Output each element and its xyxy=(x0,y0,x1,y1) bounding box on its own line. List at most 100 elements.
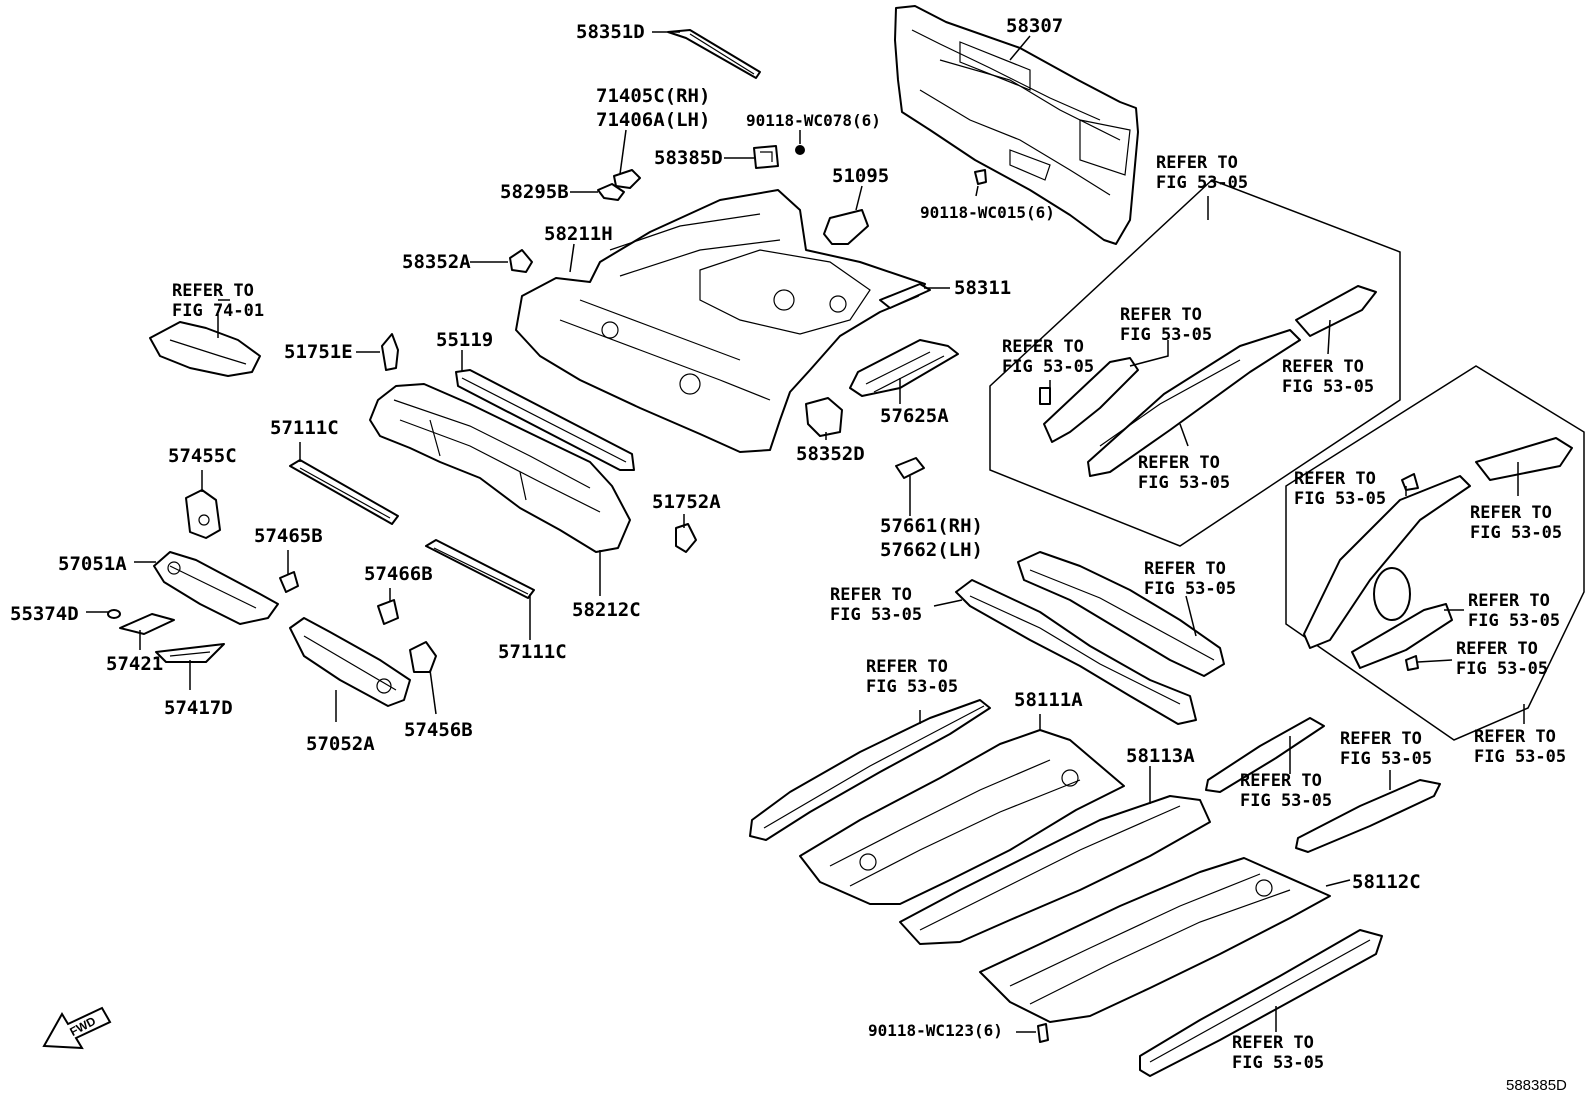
refer-74-01-line2: FIG 74-01 xyxy=(172,301,264,321)
part-57417d-shape xyxy=(155,643,225,663)
refer-c-line2: FIG 53-05 xyxy=(1002,357,1094,377)
part-55374d-shape xyxy=(107,609,121,619)
label-57052a: 57052A xyxy=(306,733,375,755)
bolt-90118-wc078 xyxy=(795,145,805,155)
refer-g-line2: FIG 53-05 xyxy=(1470,523,1562,543)
refer-p-line2: FIG 53-05 xyxy=(1232,1053,1324,1073)
part-58352d-shape xyxy=(805,397,843,437)
label-58112c: 58112C xyxy=(1352,871,1421,893)
label-58311: 58311 xyxy=(954,277,1011,299)
refer-o-line2: FIG 53-05 xyxy=(1240,791,1332,811)
refer-f-line2: FIG 53-05 xyxy=(1294,489,1386,509)
refer-h-line1: REFER TO xyxy=(1144,559,1226,579)
refer-m-line2: FIG 53-05 xyxy=(1474,747,1566,767)
part-58211h-shape xyxy=(515,189,926,453)
refer-d-line1: REFER TO xyxy=(1282,357,1364,377)
part-55119-shape xyxy=(455,369,635,471)
part-58311-shape xyxy=(879,283,931,309)
part-71405c-shape xyxy=(613,169,641,189)
refer-j-line2: FIG 53-05 xyxy=(1468,611,1560,631)
refer-a-line1: REFER TO xyxy=(1156,153,1238,173)
refer-74-01-line1: REFER TO xyxy=(172,281,254,301)
part-58113a-shape xyxy=(899,795,1211,945)
refer-a-line2: FIG 53-05 xyxy=(1156,173,1248,193)
rail-lower-shape xyxy=(1139,929,1383,1077)
part-57111c-a-shape xyxy=(289,459,399,525)
label-90118-wc015: 90118-WC015(6) xyxy=(920,203,1055,222)
leader-lines xyxy=(86,31,1525,1033)
part-57051a-shape xyxy=(153,551,279,625)
label-51095: 51095 xyxy=(832,165,889,187)
refer-j-line1: REFER TO xyxy=(1468,591,1550,611)
refer-l-line2: FIG 53-05 xyxy=(866,677,958,697)
bolt-90118-wc123 xyxy=(1037,1023,1049,1043)
label-58211h: 58211H xyxy=(544,223,613,245)
refer-i-line2: FIG 53-05 xyxy=(830,605,922,625)
refer-g-line1: REFER TO xyxy=(1470,503,1552,523)
label-58385d: 58385D xyxy=(654,147,723,169)
part-57466b-shape xyxy=(377,599,399,625)
refer-i-line1: REFER TO xyxy=(830,585,912,605)
part-58351d-shape xyxy=(667,29,761,79)
refer-n-line2: FIG 53-05 xyxy=(1340,749,1432,769)
part-58385d-shape xyxy=(753,145,779,169)
label-57456b: 57456B xyxy=(404,719,473,741)
label-51751e: 51751E xyxy=(284,341,353,363)
label-58212c: 58212C xyxy=(572,599,641,621)
refer-l-line1: REFER TO xyxy=(866,657,948,677)
part-57421-shape xyxy=(119,613,175,635)
refer-p-line1: REFER TO xyxy=(1232,1033,1314,1053)
part-fig74-shape xyxy=(149,321,261,377)
refer-k-line2: FIG 53-05 xyxy=(1456,659,1548,679)
side-rail-right-shape xyxy=(1017,551,1225,677)
label-57661: 57661(RH) xyxy=(880,515,983,537)
part-57465b-shape xyxy=(279,571,299,593)
label-57421: 57421 xyxy=(106,653,163,675)
label-57662: 57662(LH) xyxy=(880,539,983,561)
part-58111a-shape xyxy=(799,729,1125,905)
refer-f-line1: REFER TO xyxy=(1294,469,1376,489)
label-57455c: 57455C xyxy=(168,445,237,467)
label-90118-wc078: 90118-WC078(6) xyxy=(746,111,881,130)
refer-m-line1: REFER TO xyxy=(1474,727,1556,747)
label-58352a: 58352A xyxy=(402,251,471,273)
part-57455c-shape xyxy=(185,489,221,539)
part-57661-shape xyxy=(895,457,925,479)
bolt-90118-wc015 xyxy=(974,169,987,185)
label-55119: 55119 xyxy=(436,329,493,351)
label-57111c-a: 57111C xyxy=(270,417,339,439)
refer-n-line1: REFER TO xyxy=(1340,729,1422,749)
fwd-arrow-icon: FWD xyxy=(42,1006,112,1050)
label-57466b: 57466B xyxy=(364,563,433,585)
refer-e-line2: FIG 53-05 xyxy=(1138,473,1230,493)
part-57456b-shape xyxy=(409,641,437,673)
part-58295b-shape xyxy=(597,183,625,201)
part-57625a-shape xyxy=(849,339,959,397)
rail-far-right-shape xyxy=(1295,779,1441,853)
rail-mid-right-shape xyxy=(1205,717,1325,793)
label-71406a: 71406A(LH) xyxy=(596,109,710,131)
group-box-right xyxy=(1285,365,1585,741)
label-57417d: 57417D xyxy=(164,697,233,719)
part-51095-shape xyxy=(823,209,869,245)
box2-parts xyxy=(1303,437,1573,671)
part-58212c-shape xyxy=(369,383,631,553)
label-58352d: 58352D xyxy=(796,443,865,465)
part-58112c-shape xyxy=(979,857,1331,1023)
part-58352a-shape xyxy=(509,249,533,273)
part-51751e-shape xyxy=(381,333,399,371)
refer-c-line1: REFER TO xyxy=(1002,337,1084,357)
label-58307: 58307 xyxy=(1006,15,1063,37)
label-58111a: 58111A xyxy=(1014,689,1083,711)
label-57625a: 57625A xyxy=(880,405,949,427)
label-90118-wc123: 90118-WC123(6) xyxy=(868,1021,1003,1040)
group-box-upper xyxy=(989,179,1401,547)
label-58295b: 58295B xyxy=(500,181,569,203)
refer-b-line1: REFER TO xyxy=(1120,305,1202,325)
refer-k-line1: REFER TO xyxy=(1456,639,1538,659)
label-57051a: 57051A xyxy=(58,553,127,575)
label-57111c-b: 57111C xyxy=(498,641,567,663)
label-57465b: 57465B xyxy=(254,525,323,547)
label-55374d: 55374D xyxy=(10,603,79,625)
